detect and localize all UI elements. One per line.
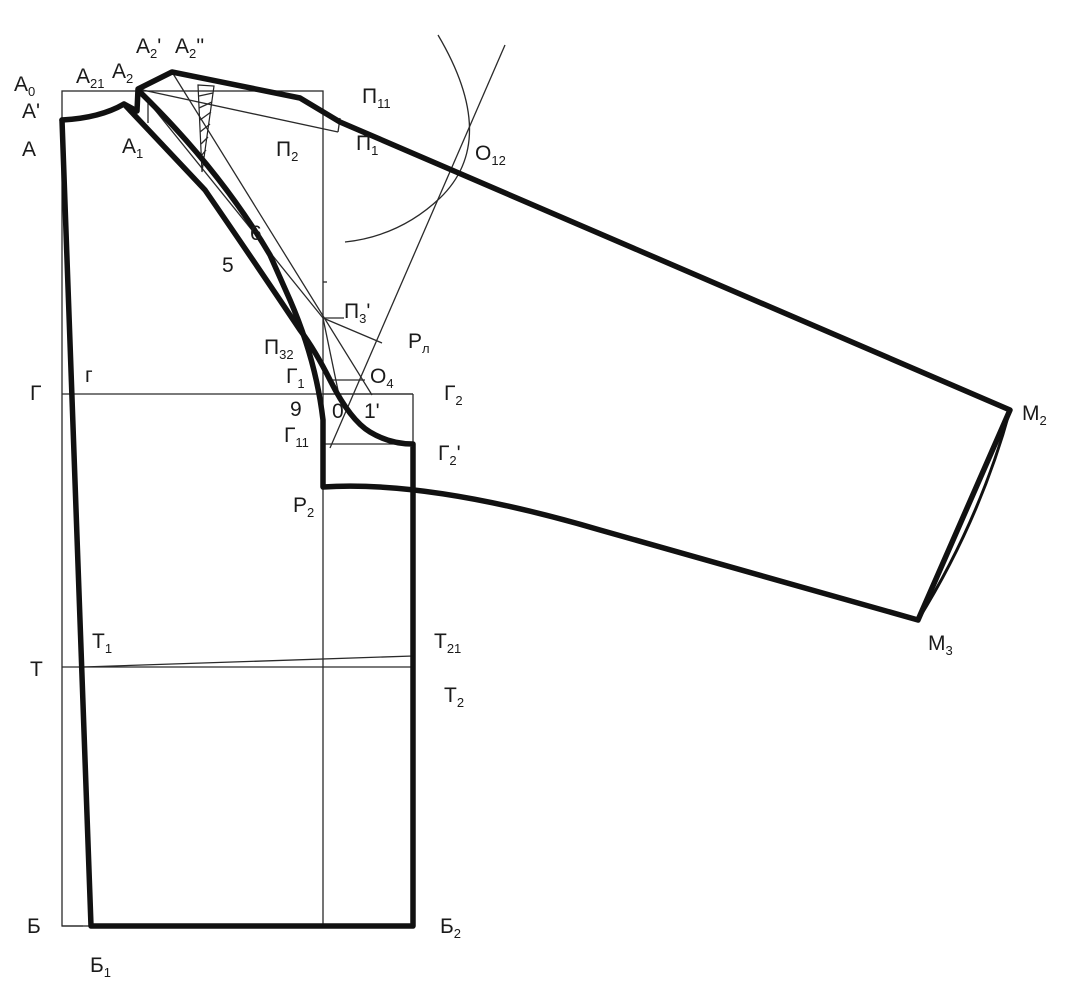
label-a0: А0: [14, 73, 35, 99]
sleeve-tangent-line: [329, 44, 506, 449]
label-m2: М2: [1022, 402, 1047, 428]
label-o12: О12: [475, 142, 506, 168]
label-5: 5: [222, 254, 234, 277]
point-labels: А0 А21 А2 А2' А2'' А' А А1 П2 П1 П11 О12…: [14, 35, 1047, 980]
label-o4: О4: [370, 365, 394, 391]
shoulder-line: [137, 88, 339, 133]
label-9: 9: [290, 398, 302, 421]
label-r2: Р2: [293, 494, 314, 520]
label-a2: А2: [112, 60, 133, 86]
label-t2: Т2: [444, 684, 464, 710]
label-p1: П1: [356, 132, 378, 158]
waist-slope-line: [82, 655, 414, 668]
label-p11: П11: [362, 85, 391, 111]
label-a21: А21: [76, 65, 104, 91]
dart-hatch: [198, 101, 213, 109]
pattern-outline: [59, 69, 1013, 929]
label-t1: Т1: [92, 630, 112, 656]
label-a-prime: А': [22, 100, 40, 123]
dart-hatch: [198, 92, 214, 97]
bodice-sleeve-outline: [59, 69, 1013, 623]
label-b2: Б2: [440, 915, 461, 941]
label-6: 6: [250, 222, 262, 245]
label-g: Г: [30, 382, 41, 405]
dart-hatch: [199, 111, 212, 121]
label-p3-prime: П3': [344, 300, 370, 326]
dart-hatch: [199, 123, 211, 133]
base-rectangle-line: [61, 90, 324, 927]
construction-lines: [61, 34, 1011, 927]
armhole-guide-line: [137, 88, 324, 319]
label-p2: П2: [276, 138, 298, 164]
p3-to-0-line: [322, 317, 341, 401]
label-g-small: г: [85, 364, 93, 387]
label-0: 0: [332, 400, 344, 423]
label-t21: Т21: [434, 630, 461, 656]
label-rl: Рл: [408, 330, 430, 356]
label-a2-prime: А2': [136, 35, 161, 61]
p3-radius-line: [322, 317, 383, 344]
label-t: Т: [30, 658, 43, 681]
label-g2: Г2: [444, 382, 463, 408]
label-b1: Б1: [90, 954, 111, 980]
dart-hatch: [200, 136, 209, 145]
label-p32: П32: [264, 336, 294, 362]
label-b: Б: [27, 915, 41, 938]
sleeve-guide-line: [171, 71, 373, 396]
shoulder-dart: [197, 84, 215, 173]
sleeve-hem-curve: [916, 409, 1012, 621]
label-g2-prime: Г2': [438, 442, 461, 468]
bodice-front-outline: [59, 101, 416, 929]
label-m3: М3: [928, 632, 953, 658]
label-a1: А1: [122, 135, 143, 161]
label-a2-double-prime: А2'': [175, 35, 204, 61]
label-g11: Г11: [284, 424, 309, 450]
label-1-prime: 1': [364, 400, 380, 423]
sleeve-arc: [344, 34, 471, 243]
label-g1: Г1: [286, 365, 305, 391]
label-a: А: [22, 138, 36, 161]
